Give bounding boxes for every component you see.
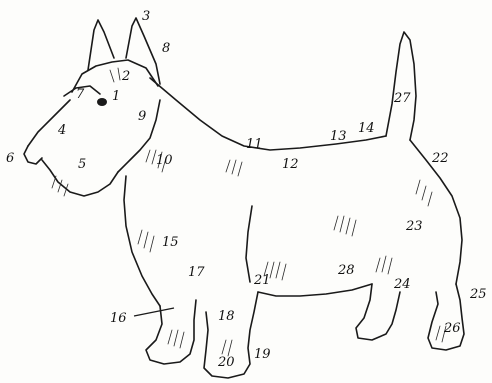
point-label: 25	[469, 287, 487, 302]
point-label: 21	[253, 273, 271, 288]
front-leg-far	[146, 300, 196, 364]
point-label: 22	[431, 151, 449, 166]
chest	[124, 176, 160, 306]
point-label: 28	[337, 263, 355, 278]
eye	[97, 98, 107, 106]
point-label: 3	[142, 9, 150, 24]
neck-topline	[150, 78, 386, 150]
point-label: 9	[138, 109, 146, 124]
point-label: 26	[443, 321, 461, 336]
point-label: 16	[110, 311, 127, 326]
point-label: 10	[156, 153, 173, 168]
point-label: 15	[162, 235, 179, 250]
point-label: 12	[282, 157, 299, 172]
point-label: 7	[76, 87, 85, 102]
point-label: 8	[162, 41, 170, 56]
point-label: 19	[254, 347, 271, 362]
rear-leg	[428, 284, 464, 350]
point-label: 18	[218, 309, 235, 324]
label-16-pointer	[134, 308, 174, 316]
point-label: 27	[393, 91, 411, 106]
rear-leg-far	[356, 284, 400, 340]
nose	[24, 146, 42, 164]
point-label: 17	[188, 265, 205, 280]
point-label: 23	[405, 219, 423, 234]
point-label: 24	[393, 277, 411, 292]
point-label: 20	[217, 355, 235, 370]
right-ear	[126, 18, 160, 84]
point-label: 14	[358, 121, 375, 136]
tail	[386, 32, 416, 140]
point-label: 1	[112, 89, 120, 104]
point-label: 2	[121, 69, 130, 84]
point-label: 11	[246, 137, 263, 152]
dog-outline	[24, 18, 464, 378]
elbow-line	[246, 206, 252, 282]
point-label: 13	[330, 129, 347, 144]
belly	[258, 284, 372, 296]
point-label: 6	[6, 151, 14, 166]
point-label: 5	[78, 157, 86, 172]
point-label: 4	[57, 123, 66, 138]
